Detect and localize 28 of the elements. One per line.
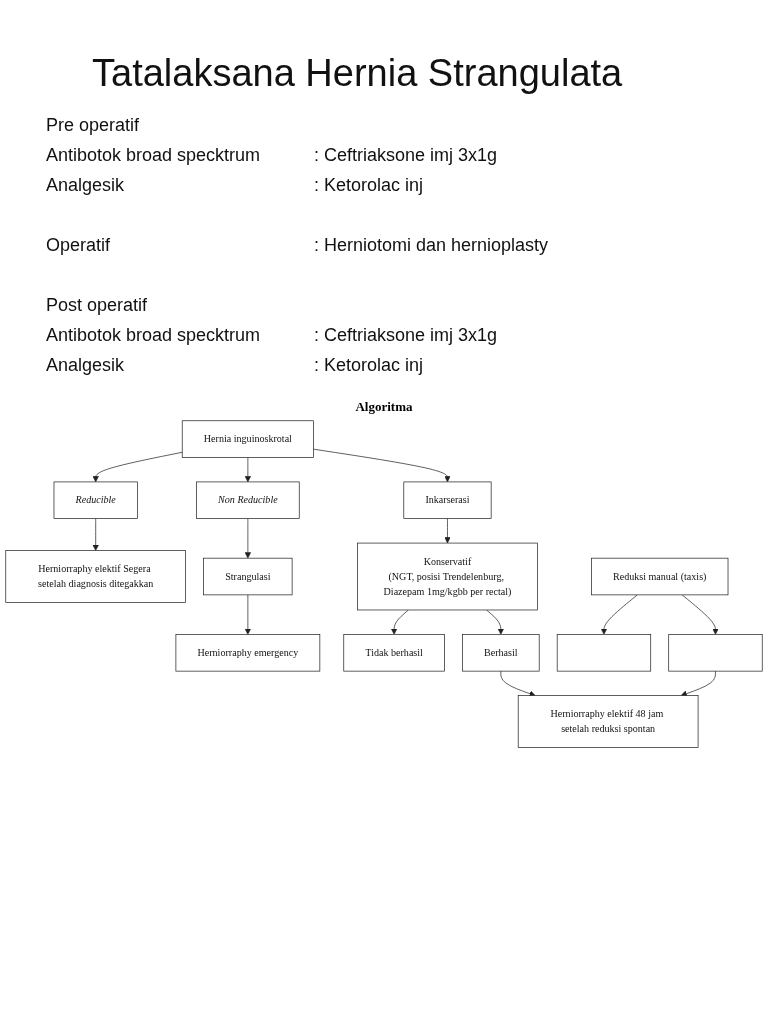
node-box: Herniorraphy elektif 48 jam setelah reduksi spontan xyxy=(517,695,699,748)
label-text: Antibotok broad specktrum xyxy=(46,145,262,167)
node-box: Herniorraphy elektif Segera setelah diagnosis ditegakkan xyxy=(5,550,186,603)
value-text: : Herniotomi dan hernioplasty xyxy=(314,235,550,257)
label-text: Pre operatif xyxy=(46,115,141,137)
node-box: Reducible xyxy=(53,481,138,519)
node-box: Herniorraphy emergency xyxy=(175,634,321,672)
node-box xyxy=(556,634,652,672)
value-text: : Ceftriaksone imj 3x1g xyxy=(314,145,499,167)
value-text: : Ketorolac inj xyxy=(314,175,425,197)
label-text: Analgesik xyxy=(46,175,126,197)
label-text: Antibotok broad specktrum xyxy=(46,325,262,347)
value-text: : Ceftriaksone imj 3x1g xyxy=(314,325,499,347)
node-box: Tidak berhasil xyxy=(343,634,445,672)
node-box: Berhasil xyxy=(462,634,540,672)
label-text: Post operatif xyxy=(46,295,149,317)
node-box: Non Reducible xyxy=(196,481,300,519)
title: Tatalaksana Hernia Strangulata xyxy=(92,52,624,95)
value-text: : Ketorolac inj xyxy=(314,355,425,377)
node-box: Inkarserasi xyxy=(403,481,492,519)
node-box: Reduksi manual (taxis) xyxy=(591,557,729,596)
node-box: Strangulasi xyxy=(203,557,293,596)
diagram-heading: Algoritma xyxy=(354,399,414,415)
label-text: Operatif xyxy=(46,235,112,257)
node-box: Hernia inguinoskrotal xyxy=(181,420,314,458)
label-text: Analgesik xyxy=(46,355,126,377)
node-box xyxy=(668,634,763,672)
node-box: Konservatif (NGT, posisi Trendelenburg, Diazepam 1mg/kgbb per rectal) xyxy=(357,542,538,611)
